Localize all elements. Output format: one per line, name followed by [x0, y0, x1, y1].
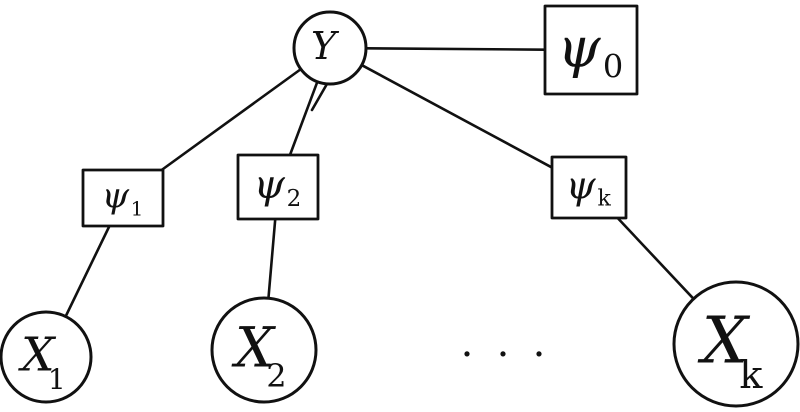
ellipsis: ...: [461, 320, 546, 366]
variable-subscript-X2: 2: [266, 357, 286, 395]
factor-box-psi2: [236, 153, 320, 221]
edge-psik-Xk: [616, 216, 695, 301]
variable-circle-Xk: [672, 280, 800, 408]
edge-Y-psi1: [160, 67, 303, 172]
factor-box-psik: [550, 155, 628, 220]
edge-Y-psi2: [288, 80, 319, 157]
factor-label-psi0: ψ: [557, 15, 601, 79]
variable-node-X1: X1: [0, 310, 93, 404]
factor-box-psi1: [81, 168, 165, 228]
variable-node-X2: X2: [210, 296, 318, 404]
variable-node-Y: Y: [292, 10, 368, 86]
factor-label-psik: ψ: [566, 164, 597, 208]
factor-subscript-psi1: 1: [131, 197, 144, 221]
variable-node-Xk: Xk: [672, 280, 800, 408]
variable-label-Y: Y: [311, 24, 340, 68]
edge-psi1-X1: [64, 224, 111, 318]
variable-subscript-Xk: k: [739, 353, 763, 397]
factor-subscript-psi2: 2: [287, 186, 302, 212]
variable-subscript-X1: 1: [48, 363, 66, 396]
factor-box-psi0: [543, 4, 639, 96]
variable-circle-Y: [292, 10, 368, 86]
variable-label-X1: X: [17, 327, 57, 382]
factor-subscript-psi0: 0: [603, 48, 623, 86]
variable-label-Xk: X: [697, 303, 751, 378]
variable-label-X2: X: [231, 315, 276, 379]
edge-psi2-X2: [267, 217, 277, 300]
ellipsis-dot: .: [533, 320, 546, 366]
edge-Y-psik: [360, 63, 554, 169]
edge-Y-psi0: [364, 46, 547, 51]
factor-label-psi2: ψ: [254, 162, 286, 208]
variable-circle-X1: [0, 310, 93, 404]
factor-subscript-psik: k: [598, 186, 612, 211]
variable-circle-X2: [210, 296, 318, 404]
edges-layer: [64, 46, 695, 318]
factor-label-psi1: ψ: [102, 176, 130, 216]
ellipsis-dot: .: [461, 320, 474, 366]
ellipsis-dot: .: [497, 320, 510, 366]
